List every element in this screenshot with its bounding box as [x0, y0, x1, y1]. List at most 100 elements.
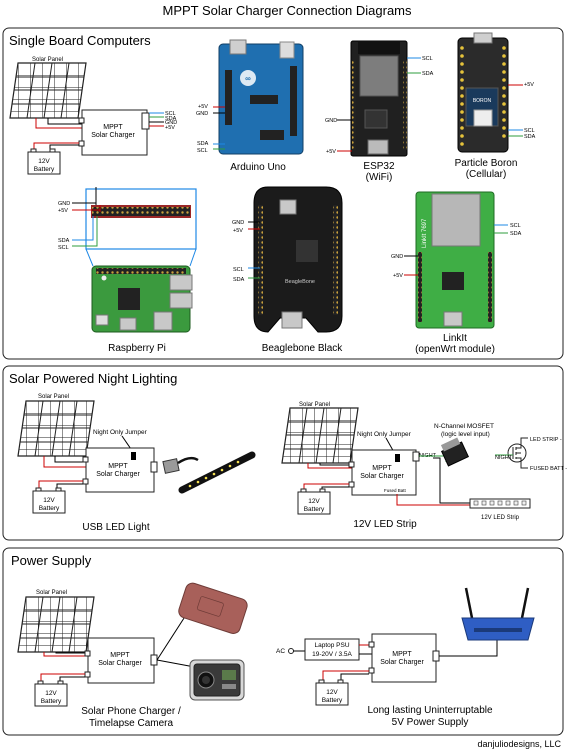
esp32-board: SCL SDA GND +5V	[325, 41, 434, 156]
linkit-label-1: LinkIt	[443, 333, 467, 344]
strip-jumper-label: Night Only Jumper	[357, 431, 412, 438]
night-heading: Solar Powered Night Lighting	[9, 371, 177, 386]
beagle-pin-gnd: GND	[232, 220, 244, 226]
phone-battery-2: Battery	[41, 698, 62, 705]
ups-charger-1: MPPT	[392, 651, 412, 658]
led-strip-label: 12V LED Strip	[353, 519, 417, 530]
usb-solar-label: Solar Panel	[38, 394, 69, 400]
particle-boron: BORON +5V SCL SDA	[458, 33, 536, 152]
footer-credit: danjuliodesigns, LLC	[477, 739, 561, 749]
ups-battery-1: 12V	[326, 689, 338, 696]
usb-jumper-label: Night Only Jumper	[93, 429, 148, 436]
usb-plug-icon	[163, 459, 179, 474]
ac-plug-icon	[289, 649, 294, 654]
beagle-pin-5v: +5V	[233, 228, 243, 234]
ups-label-1: Long lasting Uninterruptable	[367, 705, 493, 716]
rpi-pin-5v: +5V	[58, 208, 68, 214]
phone-label-1: Solar Phone Charger /	[81, 706, 181, 717]
phone-charger-diagram: Solar Panel MPPT Solar Charger 12V Batte…	[18, 581, 249, 706]
linkit-module: LinkIt 7697 SCL SDA GND +5V	[391, 192, 522, 328]
strip-charger-2: Solar Charger	[360, 473, 404, 480]
boron-pin-sda: SDA	[524, 134, 536, 140]
arduino-pin-scl: SCL	[197, 148, 208, 154]
charging-pad-icon	[177, 581, 249, 635]
esp32-label-2: (WiFi)	[366, 172, 393, 183]
arduino-pin-5v: +5V	[198, 104, 208, 110]
usb-battery-1: 12V	[43, 497, 55, 504]
ups-label-2: 5V Power Supply	[392, 717, 469, 728]
solar-panel	[10, 63, 86, 118]
ups-diagram: AC Laptop PSU 19-20V / 3.5A MPPT Solar C…	[276, 588, 534, 705]
svg-text:∞: ∞	[245, 74, 251, 83]
arduino-label: Arduino Uno	[230, 162, 286, 173]
mosfet-icon	[439, 437, 468, 466]
linkit-silk: LinkIt 7697	[422, 218, 428, 248]
raspberry-pi: GND +5V SDA SCL	[58, 187, 196, 332]
phone-charger-2: Solar Charger	[98, 660, 142, 667]
mosfet-label-1: N-Channel MOSFET	[434, 423, 494, 430]
router-icon	[462, 588, 534, 640]
charger-label-1: MPPT	[103, 124, 123, 131]
esp32-label-1: ESP32	[363, 161, 395, 172]
charger-label-2: Solar Charger	[91, 132, 135, 139]
linkit-pin-scl: SCL	[510, 223, 521, 229]
solar-panel-label: Solar Panel	[32, 57, 63, 63]
strip-battery-2: Battery	[304, 506, 325, 513]
phone-label-2: Timelapse Camera	[89, 718, 174, 729]
mosfet-label-2: (logic level input)	[441, 431, 490, 438]
led-strip-diagram: Solar Panel Night Only Jumper MPPT Solar…	[282, 402, 567, 521]
usb-charger-2: Solar Charger	[96, 471, 140, 478]
beagle-label: Beaglebone Black	[262, 343, 344, 354]
boron-label-2: (Cellular)	[466, 169, 507, 180]
ups-charger-2: Solar Charger	[380, 659, 424, 666]
esp32-pin-sda: SDA	[422, 71, 434, 77]
linkit-pin-gnd: GND	[391, 254, 403, 260]
usb-led-diagram: Solar Panel Night Only Jumper MPPT Solar…	[18, 394, 252, 513]
usb-led-label: USB LED Light	[82, 522, 149, 533]
led-strip-minus: LED STRIP -	[530, 437, 562, 443]
psu-label-2: 19-20V / 3.5A	[312, 651, 352, 658]
phone-battery-1: 12V	[45, 690, 57, 697]
phone-charger-1: MPPT	[110, 652, 130, 659]
ac-label: AC	[276, 648, 285, 655]
page-title: MPPT Solar Charger Connection Diagrams	[162, 3, 412, 18]
beagle-pin-sda: SDA	[233, 277, 245, 283]
esp32-pin-scl: SCL	[422, 56, 433, 62]
rpi-pin-sda: SDA	[58, 238, 70, 244]
beagle-silk: BeagleBone	[285, 279, 315, 285]
beaglebone-black: BeagleBone GND +5V SCL SDA	[232, 187, 342, 332]
sbc-heading: Single Board Computers	[9, 33, 151, 48]
linkit-label-2: (openWrt module)	[415, 344, 495, 355]
arduino-uno: ∞ +5V GND SDA SCL	[196, 40, 303, 154]
rpi-label: Raspberry Pi	[108, 343, 166, 354]
battery-label-1: 12V	[38, 158, 50, 165]
usb-battery-2: Battery	[39, 505, 60, 512]
power-heading: Power Supply	[11, 553, 92, 568]
ups-battery-2: Battery	[322, 697, 343, 704]
rpi-pin-scl: SCL	[58, 245, 69, 251]
fused-batt-minus: FUSED BATT -	[530, 466, 567, 472]
rpi-pin-gnd: GND	[58, 201, 70, 207]
boron-label-1: Particle Boron	[455, 158, 518, 169]
phone-solar-label: Solar Panel	[36, 590, 67, 596]
esp32-pin-gnd: GND	[325, 118, 337, 124]
arduino-pin-sda: SDA	[197, 141, 209, 147]
battery-label-2: Battery	[34, 166, 55, 173]
strip-fused-batt: Fused Batt	[384, 488, 407, 493]
schematic-night-pin: NIGHT	[495, 455, 513, 461]
strip-caption: 12V LED Strip	[481, 515, 520, 521]
sbc-charger-diagram: Solar Panel MPPT Solar Charger SCL SDA G…	[10, 57, 177, 174]
psu-label-1: Laptop PSU	[314, 642, 349, 649]
esp32-pin-5v: +5V	[326, 149, 336, 155]
boron-pin-5v: +5V	[524, 82, 534, 88]
strip-charger-1: MPPT	[372, 465, 392, 472]
linkit-pin-5v: +5V	[393, 273, 403, 279]
arduino-pin-gnd: GND	[196, 111, 208, 117]
usb-charger-1: MPPT	[108, 463, 128, 470]
beagle-pin-scl: SCL	[233, 267, 244, 273]
charger-pin-5v: +5V	[165, 125, 175, 131]
strip-battery-1: 12V	[308, 498, 320, 505]
strip-solar-label: Solar Panel	[299, 402, 330, 408]
boron-chip-text: BORON	[473, 98, 492, 104]
